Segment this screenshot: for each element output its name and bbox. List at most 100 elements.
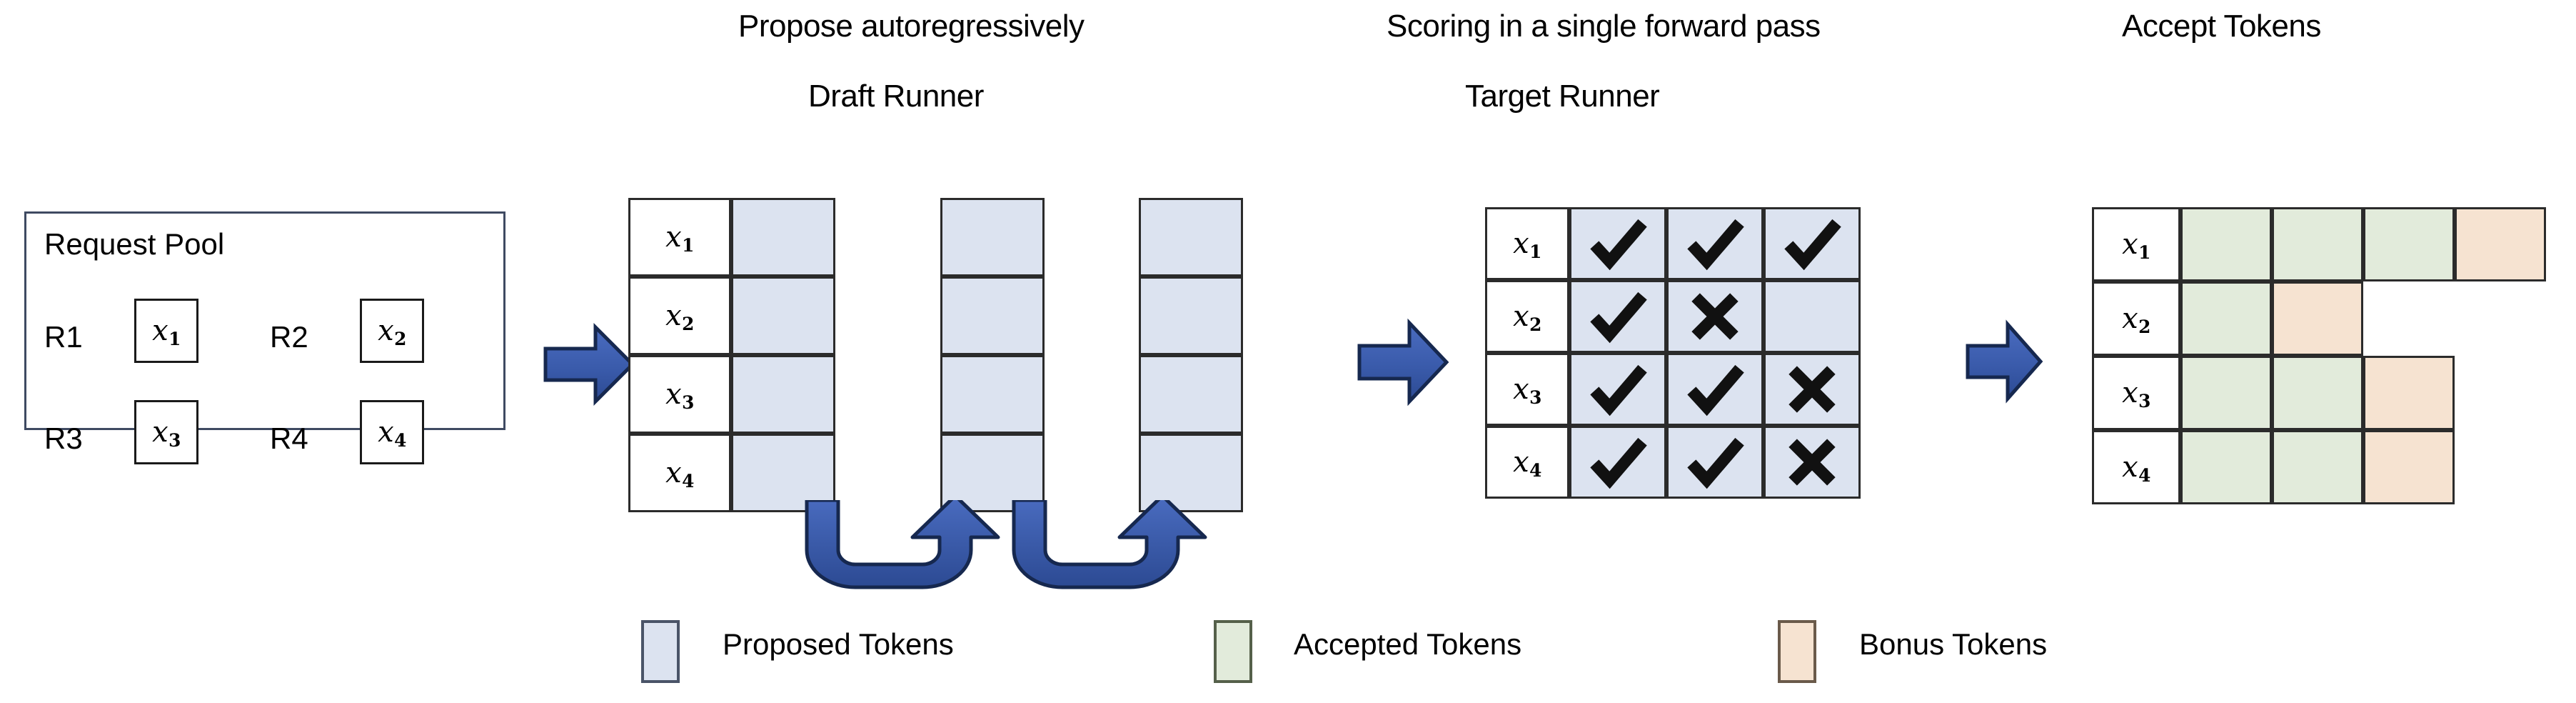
- draft-proposed-cell: [731, 198, 835, 276]
- request-box-r1: x1: [134, 299, 198, 363]
- accept-row-label: x3: [2092, 356, 2180, 430]
- token-glyph: x4: [2122, 451, 2151, 487]
- token-glyph: x2: [2122, 302, 2151, 338]
- accept-cell: [2363, 207, 2455, 281]
- heading-accept-tokens: Accept Tokens: [2122, 9, 2321, 44]
- token-glyph: x2: [665, 299, 695, 335]
- token-glyph: x1: [2122, 228, 2151, 264]
- target-verdict-cell: [1666, 426, 1764, 499]
- target-verdict-cell: [1569, 207, 1666, 280]
- draft-loop-arrow-1: [805, 500, 1000, 589]
- target-verdict-cell: [1764, 426, 1861, 499]
- target-verdict-cell-empty: [1764, 280, 1861, 353]
- draft-proposed-cell: [1139, 355, 1243, 434]
- token-glyph: x3: [152, 416, 181, 452]
- legend-swatch-bonus: [1778, 620, 1816, 683]
- accept-bonus-cell: [2272, 281, 2363, 356]
- target-row-label: x3: [1485, 353, 1569, 426]
- check-icon: [1590, 364, 1647, 417]
- request-pool-panel: [24, 211, 505, 430]
- target-verdict-cell: [1666, 280, 1764, 353]
- target-verdict-cell: [1569, 353, 1666, 426]
- legend-label-proposed: Proposed Tokens: [723, 627, 954, 661]
- token-glyph: x1: [152, 314, 181, 350]
- token-glyph: x3: [2122, 377, 2151, 412]
- accept-cell: [2272, 356, 2363, 430]
- flow-arrow-pool-to-draft: [543, 322, 635, 407]
- draft-proposed-cell: [940, 198, 1045, 276]
- target-verdict-cell: [1764, 353, 1861, 426]
- target-verdict-cell: [1666, 353, 1764, 426]
- draft-row-label: x1: [628, 198, 731, 276]
- heading-scoring: Scoring in a single forward pass: [1387, 9, 1821, 44]
- accept-row-label: x1: [2092, 207, 2180, 281]
- draft-proposed-cell: [731, 434, 835, 512]
- check-icon: [1687, 437, 1744, 489]
- request-label-r3: R3: [44, 422, 83, 455]
- cross-icon: [1691, 293, 1739, 340]
- legend-label-bonus: Bonus Tokens: [1859, 627, 2048, 661]
- accept-cell: [2272, 207, 2363, 281]
- token-glyph: x4: [1513, 446, 1542, 482]
- accept-bonus-cell: [2363, 356, 2455, 430]
- check-icon: [1590, 219, 1647, 271]
- check-icon: [1590, 437, 1647, 489]
- token-glyph: x2: [1513, 300, 1542, 336]
- check-icon: [1590, 291, 1647, 344]
- target-verdict-cell: [1666, 207, 1764, 280]
- subheading-draft-runner: Draft Runner: [808, 79, 984, 114]
- request-box-r2: x2: [360, 299, 424, 363]
- draft-row-label: x4: [628, 434, 731, 512]
- target-row-label: x4: [1485, 426, 1569, 499]
- draft-proposed-cell: [1139, 434, 1243, 512]
- target-row-label: x1: [1485, 207, 1569, 280]
- draft-proposed-cell: [940, 355, 1045, 434]
- target-verdict-cell: [1569, 280, 1666, 353]
- draft-proposed-cell: [731, 355, 835, 434]
- draft-row-label: x3: [628, 355, 731, 434]
- accept-cell: [2272, 430, 2363, 504]
- request-label-r4: R4: [270, 422, 308, 455]
- request-box-r4: x4: [360, 400, 424, 464]
- request-label-r1: R1: [44, 320, 83, 354]
- draft-proposed-cell: [940, 276, 1045, 355]
- request-box-r3: x3: [134, 400, 198, 464]
- check-icon: [1687, 219, 1744, 271]
- token-glyph: x3: [1513, 373, 1542, 409]
- accept-cell: [2180, 281, 2272, 356]
- token-glyph: x4: [665, 457, 695, 492]
- subheading-target-runner: Target Runner: [1465, 79, 1660, 114]
- accept-bonus-cell: [2455, 207, 2546, 281]
- legend-swatch-proposed: [641, 620, 680, 683]
- target-verdict-cell: [1764, 207, 1861, 280]
- accept-bonus-cell: [2363, 430, 2455, 504]
- cross-icon: [1788, 439, 1836, 486]
- check-icon: [1784, 219, 1841, 271]
- target-verdict-cell: [1569, 426, 1666, 499]
- draft-proposed-cell: [1139, 198, 1243, 276]
- draft-row-label: x2: [628, 276, 731, 355]
- draft-proposed-cell: [940, 434, 1045, 512]
- draft-proposed-cell: [1139, 276, 1243, 355]
- accept-cell: [2180, 430, 2272, 504]
- request-label-r2: R2: [270, 320, 308, 354]
- flow-arrow-target-to-accept: [1966, 319, 2043, 404]
- legend-swatch-accepted: [1214, 620, 1252, 683]
- cross-icon: [1788, 366, 1836, 413]
- target-row-label: x2: [1485, 280, 1569, 353]
- draft-loop-arrow-2: [1012, 500, 1207, 589]
- token-glyph: x2: [378, 314, 407, 350]
- accept-row-label: x4: [2092, 430, 2180, 504]
- heading-propose: Propose autoregressively: [738, 9, 1085, 44]
- token-glyph: x4: [378, 416, 407, 452]
- draft-proposed-cell: [731, 276, 835, 355]
- check-icon: [1687, 364, 1744, 417]
- accept-cell: [2180, 356, 2272, 430]
- legend-label-accepted: Accepted Tokens: [1294, 627, 1522, 661]
- token-glyph: x1: [1513, 227, 1542, 263]
- token-glyph: x3: [665, 378, 695, 414]
